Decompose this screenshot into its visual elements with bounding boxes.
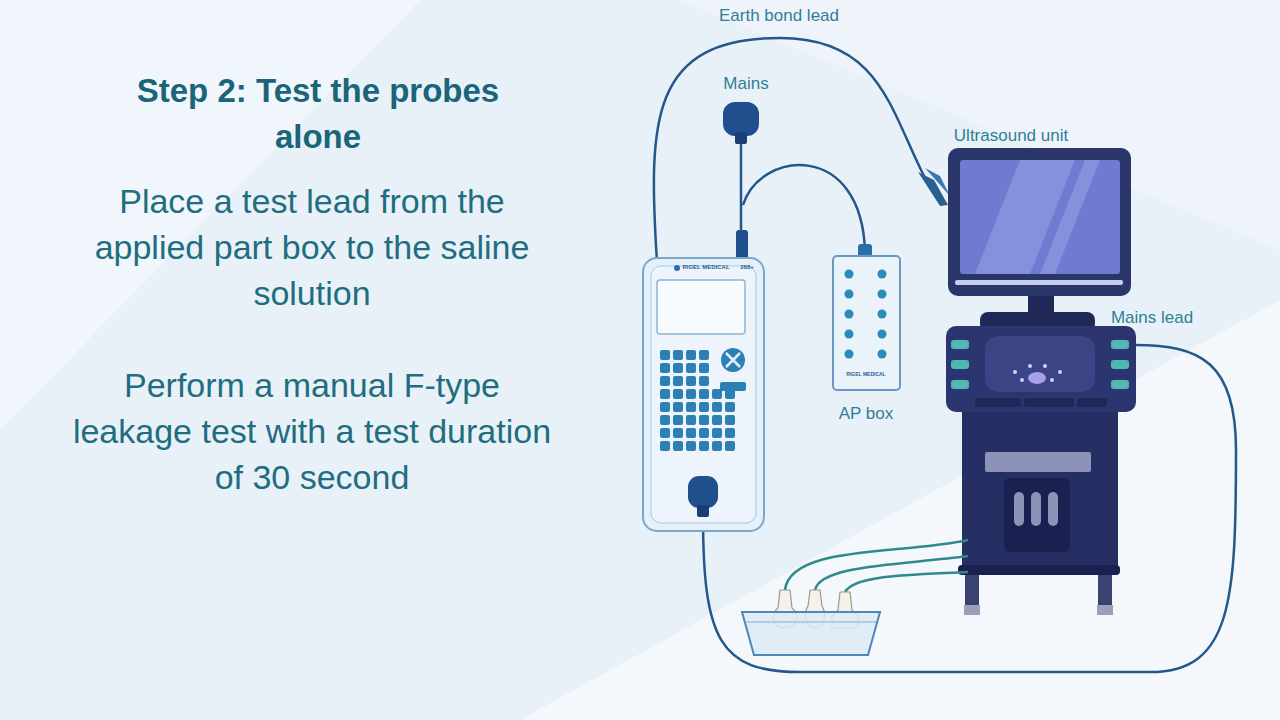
socket-dots [845,270,887,359]
key-button [712,415,722,425]
mains-plug [723,102,759,144]
socket-dot [845,290,854,299]
step-title: Step 2: Test the probes alone [98,68,538,160]
probe-cables [785,540,968,592]
key-button [699,441,709,451]
key-button [686,363,696,373]
brand-mark: RIGEL MEDICAL [682,264,729,271]
socket-dot [878,270,887,279]
key-button [660,402,670,412]
key-button [660,441,670,451]
key-button [712,428,722,438]
socket-dot [878,290,887,299]
key-button [699,402,709,412]
key-button [660,389,670,399]
key-button [660,376,670,386]
key-button [686,441,696,451]
key-button [686,415,696,425]
wires [654,38,1236,672]
key-button [673,428,683,438]
key-button [699,415,709,425]
key-button [673,389,683,399]
applied-part-box [833,244,900,390]
socket-dot [845,330,854,339]
applied-part-cable [743,165,865,252]
crocodile-clip [918,168,950,206]
socket-dot [845,270,854,279]
key-button [686,389,696,399]
key-button [686,376,696,386]
key-button [660,428,670,438]
model-number: 288+ [740,264,754,271]
key-button [725,415,735,425]
instruction-text: Place a test lead from the applied part … [72,178,552,316]
key-button [660,363,670,373]
tester-plug [688,476,718,508]
key-button [712,441,722,451]
key-button [699,428,709,438]
mains-cable [740,140,743,234]
socket-dot [845,350,854,359]
key-button [660,415,670,425]
key-button [673,363,683,373]
part-label: Mains [723,74,768,94]
key-button [686,402,696,412]
earth-bond-lead [654,38,925,262]
key-button [725,428,735,438]
socket-dot [878,310,887,319]
key-button [673,441,683,451]
brand-mark: RIGEL MEDICAL [846,372,885,378]
safety-tester [643,230,764,531]
saline-bath [742,590,880,655]
socket-dot [878,330,887,339]
socket-dot [845,310,854,319]
key-button [699,389,709,399]
ultrasound-unit [946,148,1136,615]
key-button [686,428,696,438]
key-button [725,402,735,412]
key-button [660,350,670,360]
part-label: Earth bond lead [719,6,839,26]
key-button [673,402,683,412]
key-button [699,376,709,386]
key-button [673,376,683,386]
key-button [673,415,683,425]
part-label: Mains lead [1111,308,1193,328]
instruction-text: Perform a manual F-type leakage test wit… [72,362,552,500]
key-button [712,402,722,412]
key-button [673,350,683,360]
part-label: AP box [839,404,894,424]
part-label: Ultrasound unit [954,126,1068,146]
key-button [686,350,696,360]
key-button [712,389,722,399]
socket-dot [878,350,887,359]
key-button [699,350,709,360]
key-button [725,441,735,451]
key-button [699,363,709,373]
